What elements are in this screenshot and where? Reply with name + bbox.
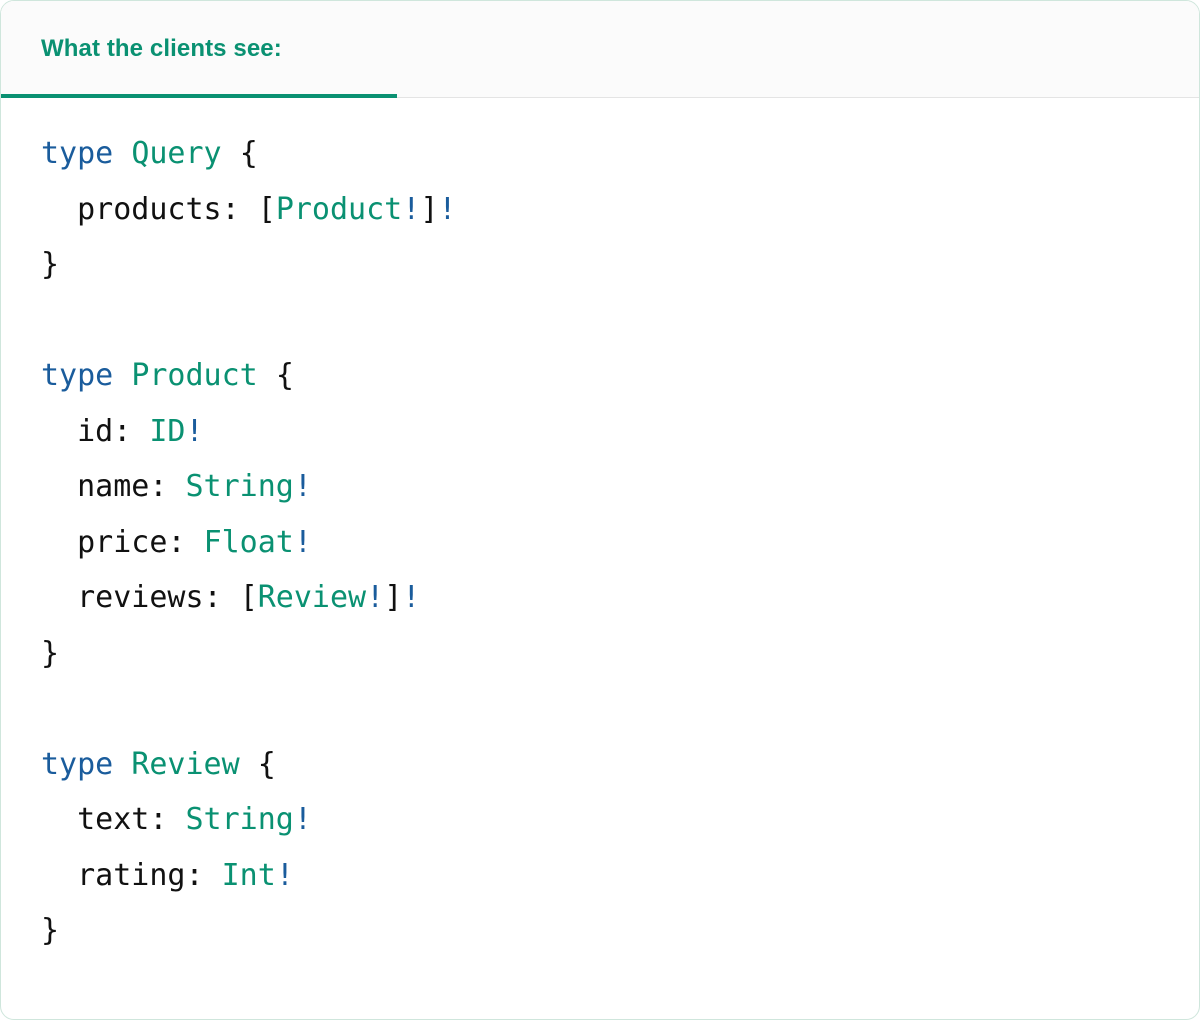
code-token-type: Float	[203, 524, 294, 560]
code-token-punc	[113, 747, 131, 782]
code-token-type: String	[185, 469, 294, 504]
code-token-punc: :	[167, 524, 204, 560]
code-token-punc: :	[149, 802, 186, 837]
code-token-punc: :	[113, 413, 150, 449]
code-token-punc: :	[185, 857, 222, 893]
code-token-kw: type	[41, 358, 114, 393]
code-token-type: Review	[257, 580, 367, 615]
code-token-type: Review	[131, 746, 240, 782]
code-token-field: price	[77, 524, 168, 560]
code-token-punc	[240, 747, 258, 782]
code-token-field: id	[77, 413, 114, 449]
code-token-field: products	[77, 191, 222, 227]
tab-active-underline	[1, 94, 397, 98]
code-token-punc: {	[275, 358, 294, 393]
code-token-bang: !	[293, 524, 312, 560]
code-token-bang: !	[366, 580, 385, 615]
code-token-bang: !	[402, 191, 421, 227]
code-token-bang: !	[293, 802, 312, 837]
code-token-bang: !	[275, 857, 294, 893]
code-token-type: String	[185, 802, 294, 837]
code-token-bang: !	[438, 191, 457, 227]
code-token-punc: [	[257, 191, 276, 227]
code-token-bang: !	[185, 413, 204, 449]
code-token-kw: type	[41, 136, 114, 171]
code-token-punc: }	[41, 913, 60, 948]
code-token-punc: :	[203, 580, 240, 615]
code-token-field: rating	[77, 857, 186, 893]
code-token-field: text	[77, 802, 150, 837]
code-token-punc: :	[221, 191, 258, 227]
code-token-punc: ]	[420, 191, 439, 227]
code-token-punc	[258, 358, 276, 393]
code-token-bang: !	[293, 469, 312, 504]
tab-strip: What the clients see:	[1, 1, 1199, 98]
code-token-field: name	[77, 469, 150, 504]
code-panel: type Query { products: [Product!]! } typ…	[1, 98, 1199, 959]
code-token-type: Product	[131, 358, 258, 393]
code-token-type: ID	[149, 413, 186, 449]
code-token-kw: type	[41, 746, 114, 782]
code-token-punc: [	[239, 580, 258, 615]
code-token-punc: {	[257, 746, 276, 782]
code-token-punc: :	[149, 469, 186, 504]
code-token-punc	[222, 136, 240, 171]
code-token-punc: }	[41, 635, 60, 671]
tab-label: What the clients see:	[41, 35, 282, 62]
code-token-punc	[113, 358, 131, 393]
code-token-punc: }	[41, 247, 60, 282]
code-token-type: Product	[275, 191, 403, 227]
tab-what-the-clients-see[interactable]: What the clients see:	[1, 1, 397, 98]
code-token-type: Query	[131, 136, 222, 171]
code-token-punc	[113, 136, 131, 171]
code-token-punc: ]	[384, 580, 403, 615]
code-token-field: reviews	[77, 580, 204, 615]
graphql-schema-code[interactable]: type Query { products: [Product!]! } typ…	[41, 126, 1159, 959]
code-token-bang: !	[402, 580, 421, 615]
code-token-type: Int	[221, 857, 276, 893]
code-token-punc: {	[239, 136, 258, 171]
